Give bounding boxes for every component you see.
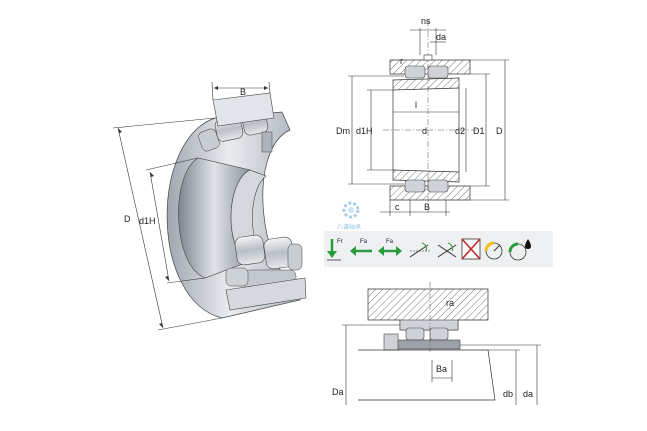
watermark-text: 八谦轴承 xyxy=(337,224,362,231)
svg-text:Fr: Fr xyxy=(337,239,343,245)
inner-ring-lower xyxy=(392,169,460,183)
label-l: l xyxy=(415,100,417,110)
label-da-mount: da xyxy=(523,389,533,399)
bearing-section-view: ns da r Dm d1H l d d2 D1 D xyxy=(336,16,509,216)
label-d2: d2 xyxy=(455,126,465,136)
mount-sleeve xyxy=(387,339,461,350)
mount-roller-left xyxy=(405,327,425,341)
label-d1H-left: d1H xyxy=(139,216,156,226)
mount-locknut xyxy=(383,333,399,351)
angular-misalignment-icon xyxy=(437,242,457,258)
roller-upper-right xyxy=(427,65,449,79)
roller-lower-left xyxy=(404,179,426,193)
outer-ring-section-bottom xyxy=(225,277,307,311)
label-db: db xyxy=(503,389,513,399)
label-r: r xyxy=(400,56,403,66)
label-d1H-section: d1H xyxy=(356,126,373,136)
label-Da: Da xyxy=(332,387,344,397)
radial-load-icon: Fr xyxy=(327,239,343,261)
watermark-gear-icon xyxy=(339,198,363,222)
label-Ba: Ba xyxy=(436,364,447,374)
svg-text:Fa: Fa xyxy=(386,239,394,245)
label-ra: ra xyxy=(446,298,454,308)
bidirectional-axial-load-icon: Fa xyxy=(378,239,402,256)
outer-ring-section-top xyxy=(212,92,275,127)
lower-rollers xyxy=(225,234,303,291)
label-B-section: B xyxy=(424,202,430,212)
misalignment-icon xyxy=(409,242,430,258)
mount-roller-right xyxy=(429,327,449,341)
label-da-top: da xyxy=(436,32,446,42)
label-D1: D1 xyxy=(473,126,485,136)
inner-ring-upper xyxy=(392,77,460,91)
label-D-section: D xyxy=(496,126,503,136)
bearing-3d-view: B D d1H xyxy=(112,81,307,331)
label-B-left: B xyxy=(240,87,246,97)
axial-load-icon: Fa xyxy=(350,239,372,256)
label-d: d xyxy=(422,126,427,136)
roller-lower-right xyxy=(427,179,449,193)
roller-upper-left xyxy=(404,65,426,79)
mounting-view: ra Ba Da db da xyxy=(332,282,541,405)
shaft xyxy=(358,349,496,401)
label-D-left: D xyxy=(124,214,131,224)
speed-icon xyxy=(484,241,503,260)
property-icon-strip: Fr Fa Fa xyxy=(324,231,553,267)
lubrication-icon xyxy=(508,239,531,261)
label-ns: ns xyxy=(421,16,431,26)
svg-text:Fa: Fa xyxy=(360,239,368,245)
label-c: c xyxy=(395,202,400,212)
not-suitable-icon xyxy=(461,238,481,260)
label-Dm: Dm xyxy=(336,126,350,136)
